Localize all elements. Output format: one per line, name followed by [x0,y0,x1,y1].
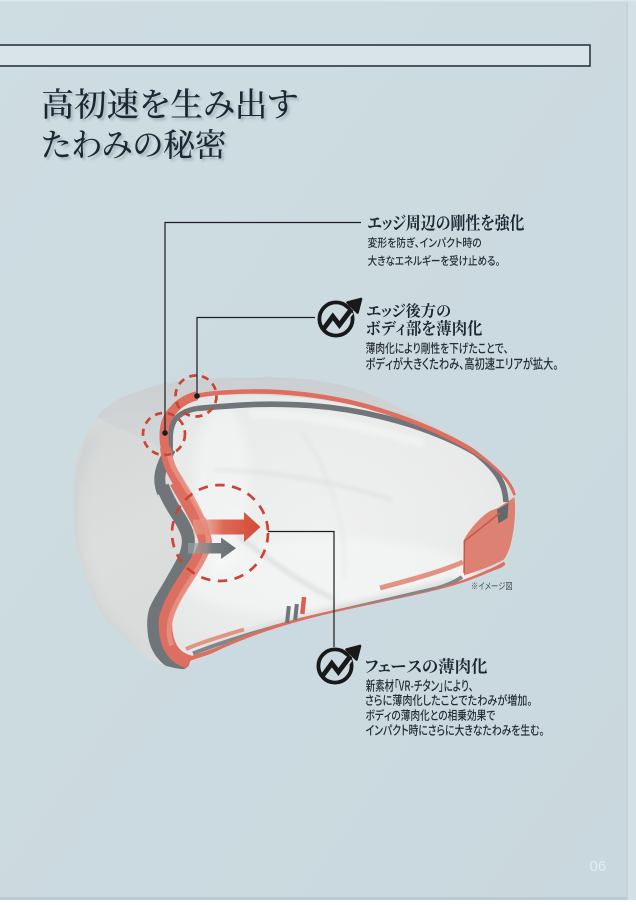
svg-text:06: 06 [590,858,607,875]
